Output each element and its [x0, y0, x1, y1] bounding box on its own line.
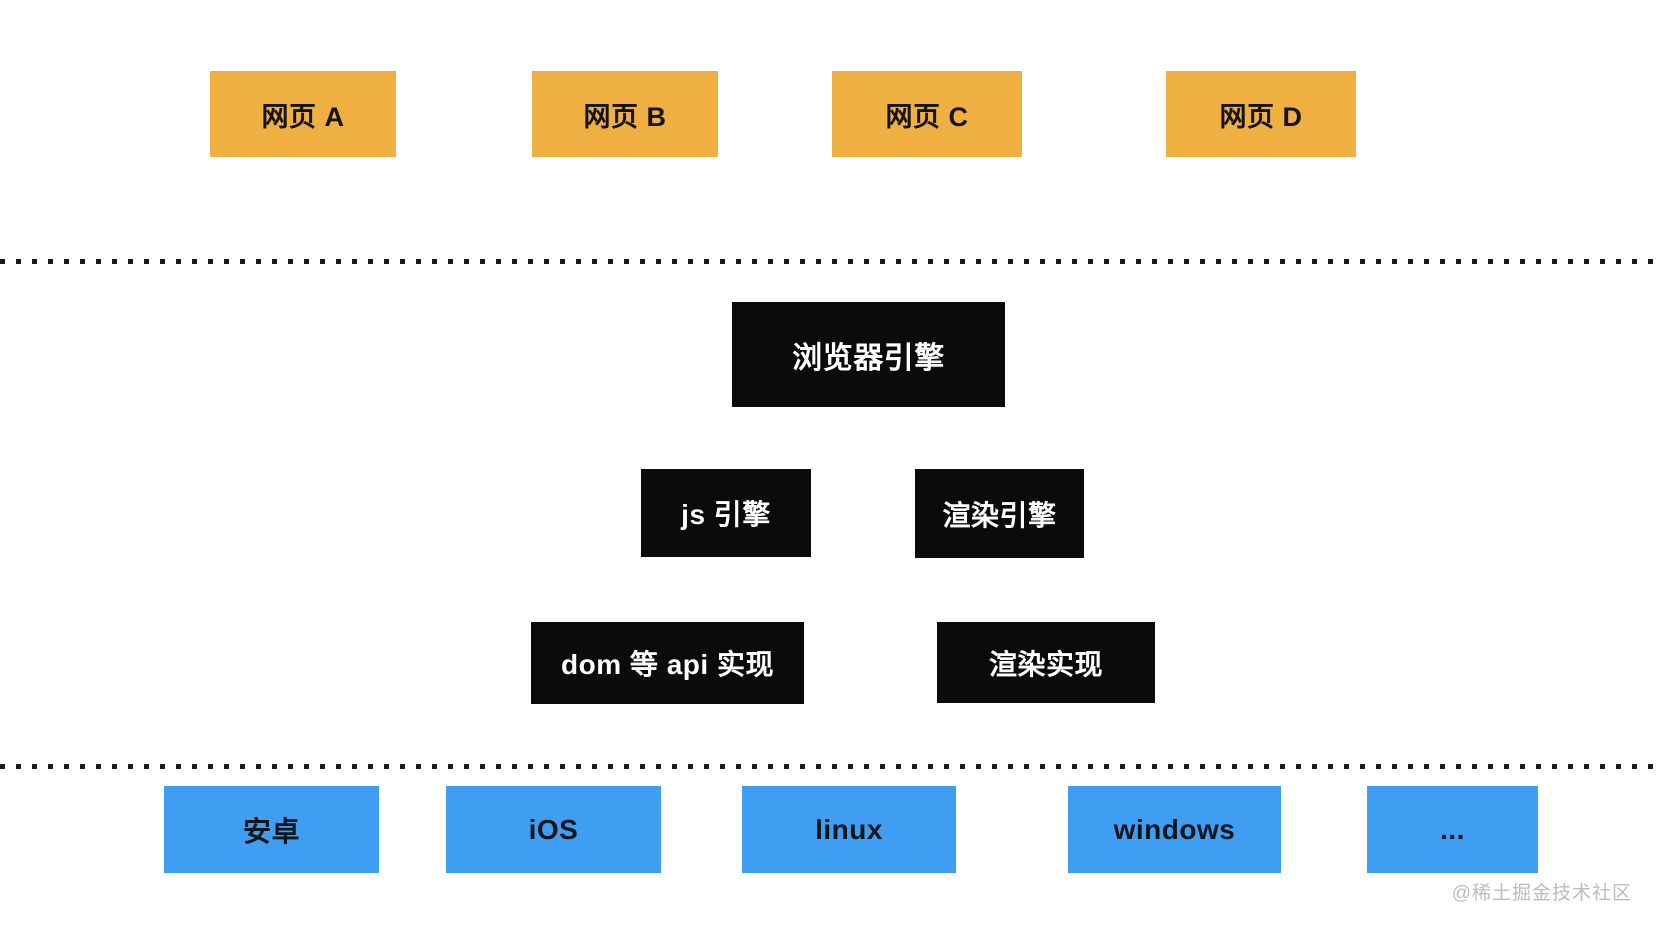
- render-impl-label: 渲染实现: [988, 648, 1103, 680]
- dom-api-impl-label: dom 等 api 实现: [561, 649, 774, 680]
- web-page-a-label: 网页 A: [261, 101, 345, 132]
- platform-linux-label: linux: [815, 813, 883, 845]
- render-engine-box: 渲染引擎: [915, 469, 1084, 558]
- watermark-text: @稀土掘金技术社区: [1451, 883, 1632, 904]
- platform-ios-box: iOS: [446, 786, 661, 873]
- js-engine-label: js 引擎: [681, 499, 771, 530]
- platform-android-box: 安卓: [164, 786, 379, 873]
- js-engine-box: js 引擎: [641, 469, 811, 557]
- platform-more-label: ...: [1440, 813, 1465, 845]
- web-page-b-box: 网页 B: [532, 71, 718, 157]
- dotted-separator-bottom: [0, 764, 1656, 769]
- web-page-a-box: 网页 A: [210, 71, 396, 157]
- platform-linux-box: linux: [742, 786, 956, 873]
- web-page-b-label: 网页 B: [583, 101, 667, 132]
- web-page-c-label: 网页 C: [885, 101, 969, 132]
- dom-api-impl-box: dom 等 api 实现: [531, 622, 804, 704]
- web-page-c-box: 网页 C: [832, 71, 1022, 157]
- platform-more-box: ...: [1367, 786, 1538, 873]
- platform-windows-box: windows: [1068, 786, 1281, 873]
- render-engine-label: 渲染引擎: [942, 499, 1057, 531]
- platform-android-label: 安卓: [242, 815, 300, 847]
- web-page-d-box: 网页 D: [1166, 71, 1356, 157]
- browser-engine-box: 浏览器引擎: [732, 302, 1005, 407]
- dotted-separator-top: [0, 259, 1656, 264]
- web-page-d-label: 网页 D: [1219, 101, 1303, 132]
- render-impl-box: 渲染实现: [937, 622, 1155, 703]
- browser-engine-label: 浏览器引擎: [792, 341, 945, 375]
- platform-ios-label: iOS: [528, 813, 579, 845]
- platform-windows-label: windows: [1113, 813, 1236, 845]
